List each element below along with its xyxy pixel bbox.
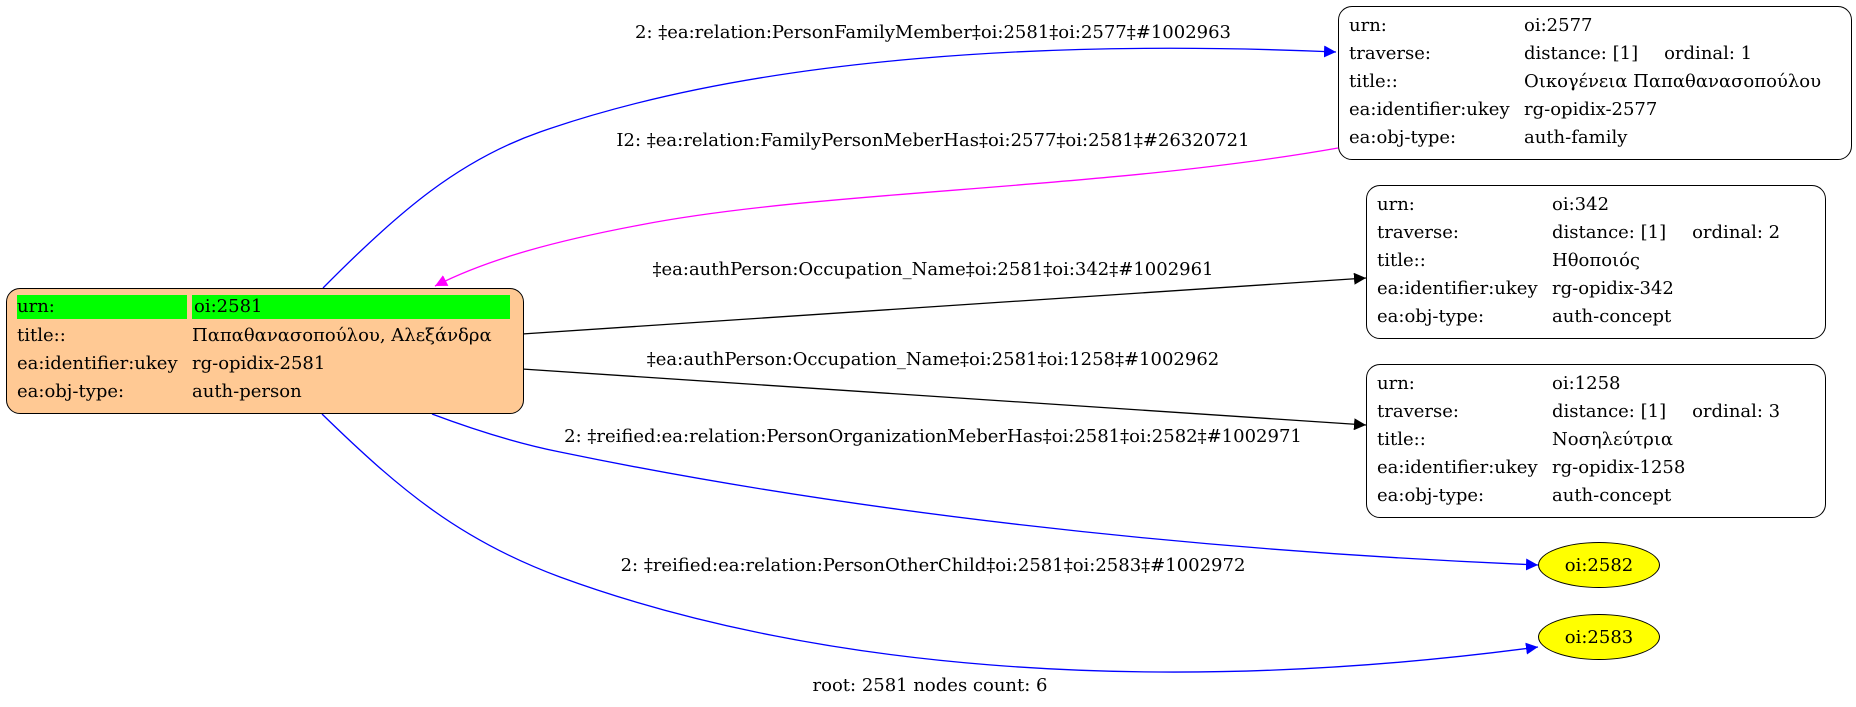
node-row-traverse: traverse: distance: [1] ordinal: 1	[1349, 39, 1841, 67]
node-row-traverse: traverse: distance: [1] ordinal: 3	[1377, 397, 1815, 425]
root-row-urn: urn: oi:2581	[17, 293, 513, 321]
root-row-ukey: ea:identifier:ukey rg-opidix-2581	[17, 349, 513, 377]
node-value-ukey: rg-opidix-2577	[1524, 98, 1658, 120]
edge-occupation-342	[521, 272, 1367, 335]
node-row-ukey: ea:identifier:ukey rg-opidix-1258	[1377, 453, 1815, 481]
node-key-type: ea:obj-type:	[1377, 484, 1485, 506]
node-ellipse-2583[interactable]: oi:2583	[1538, 614, 1660, 660]
node-value-title: Ηθοποιός	[1552, 249, 1641, 271]
edge-organization-member	[431, 413, 1539, 571]
root-value-title: Παπαθανασοπούλου, Αλεξάνδρα	[192, 324, 492, 346]
edge-family-member	[322, 45, 1337, 289]
node-value-ordinal: ordinal: 3	[1692, 400, 1781, 422]
root-value-type: auth-person	[192, 380, 302, 402]
root-value-urn: oi:2581	[192, 295, 510, 319]
edge-other-child	[321, 413, 1539, 673]
node-value-ukey: rg-opidix-1258	[1552, 456, 1686, 478]
node-value-distance: distance: [1]	[1552, 400, 1667, 422]
node-value-type: auth-concept	[1552, 484, 1672, 506]
node-key-title: title::	[1349, 70, 1398, 92]
node-key-urn: urn:	[1377, 372, 1415, 394]
edge-label-occupation-1258: ‡ea:authPerson:Occupation_Name‡oi:2581‡o…	[646, 349, 1220, 370]
node-value-title: Νοσηλεύτρια	[1552, 428, 1674, 450]
root-node[interactable]: urn: oi:2581 title:: Παπαθανασοπούλου, Α…	[6, 288, 524, 414]
node-family[interactable]: urn: oi:2577 traverse: distance: [1] ord…	[1338, 6, 1852, 160]
node-row-title: title:: Οικογένεια Παπαθανασοπούλου	[1349, 67, 1841, 95]
node-key-ukey: ea:identifier:ukey	[1377, 277, 1538, 299]
node-row-ukey: ea:identifier:ukey rg-opidix-2577	[1349, 95, 1841, 123]
node-occupation-nurse[interactable]: urn: oi:1258 traverse: distance: [1] ord…	[1366, 364, 1826, 518]
edge-label-other-child: 2: ‡reified:ea:relation:PersonOtherChild…	[620, 555, 1246, 576]
node-key-ukey: ea:identifier:ukey	[1377, 456, 1538, 478]
root-row-title: title:: Παπαθανασοπούλου, Αλεξάνδρα	[17, 321, 513, 349]
node-value-type: auth-concept	[1552, 305, 1672, 327]
node-ellipse-2582[interactable]: oi:2582	[1538, 542, 1660, 588]
edge-label-organization-member: 2: ‡reified:ea:relation:PersonOrganizati…	[564, 426, 1302, 447]
root-key-urn: urn:	[17, 295, 187, 319]
node-key-urn: urn:	[1377, 193, 1415, 215]
node-key-urn: urn:	[1349, 14, 1387, 36]
node-row-urn: urn: oi:2577	[1349, 11, 1841, 39]
node-row-type: ea:obj-type: auth-concept	[1377, 302, 1815, 330]
node-key-ukey: ea:identifier:ukey	[1349, 98, 1510, 120]
node-occupation-actor[interactable]: urn: oi:342 traverse: distance: [1] ordi…	[1366, 185, 1826, 339]
node-row-traverse: traverse: distance: [1] ordinal: 2	[1377, 218, 1815, 246]
edge-family-person-has	[434, 147, 1339, 287]
node-row-title: title:: Ηθοποιός	[1377, 246, 1815, 274]
edge-occupation-1258	[521, 368, 1367, 431]
node-value-ukey: rg-opidix-342	[1552, 277, 1674, 299]
node-key-type: ea:obj-type:	[1349, 126, 1457, 148]
node-value-urn: oi:342	[1552, 193, 1610, 215]
node-row-ukey: ea:identifier:ukey rg-opidix-342	[1377, 274, 1815, 302]
node-value-urn: oi:1258	[1552, 372, 1621, 394]
node-value-ordinal: ordinal: 2	[1692, 221, 1781, 243]
root-value-ukey: rg-opidix-2581	[192, 352, 326, 374]
root-key-ukey: ea:identifier:ukey	[17, 352, 178, 374]
node-row-type: ea:obj-type: auth-concept	[1377, 481, 1815, 509]
node-key-traverse: traverse:	[1377, 221, 1459, 243]
node-value-urn: oi:2577	[1524, 14, 1593, 36]
node-row-type: ea:obj-type: auth-family	[1349, 123, 1841, 151]
node-key-type: ea:obj-type:	[1377, 305, 1485, 327]
node-value-distance: distance: [1]	[1552, 221, 1667, 243]
node-key-traverse: traverse:	[1377, 400, 1459, 422]
node-value-ordinal: ordinal: 1	[1664, 42, 1753, 64]
node-value-distance: distance: [1]	[1524, 42, 1639, 64]
node-key-title: title::	[1377, 249, 1426, 271]
edge-label-family-member: 2: ‡ea:relation:PersonFamilyMember‡oi:25…	[634, 22, 1232, 43]
root-row-type: ea:obj-type: auth-person	[17, 377, 513, 405]
root-key-type: ea:obj-type:	[17, 380, 125, 402]
root-key-title: title::	[17, 324, 66, 346]
node-value-title: Οικογένεια Παπαθανασοπούλου	[1524, 70, 1822, 92]
node-row-title: title:: Νοσηλεύτρια	[1377, 425, 1815, 453]
edge-label-occupation-342: ‡ea:authPerson:Occupation_Name‡oi:2581‡o…	[652, 259, 1214, 280]
node-value-type: auth-family	[1524, 126, 1628, 148]
node-key-title: title::	[1377, 428, 1426, 450]
edge-label-family-person-has: I2: ‡ea:relation:FamilyPersonMeberHas‡oi…	[616, 130, 1250, 151]
graph-footer: root: 2581 nodes count: 6	[812, 675, 1048, 696]
node-row-urn: urn: oi:342	[1377, 190, 1815, 218]
node-key-traverse: traverse:	[1349, 42, 1431, 64]
node-row-urn: urn: oi:1258	[1377, 369, 1815, 397]
